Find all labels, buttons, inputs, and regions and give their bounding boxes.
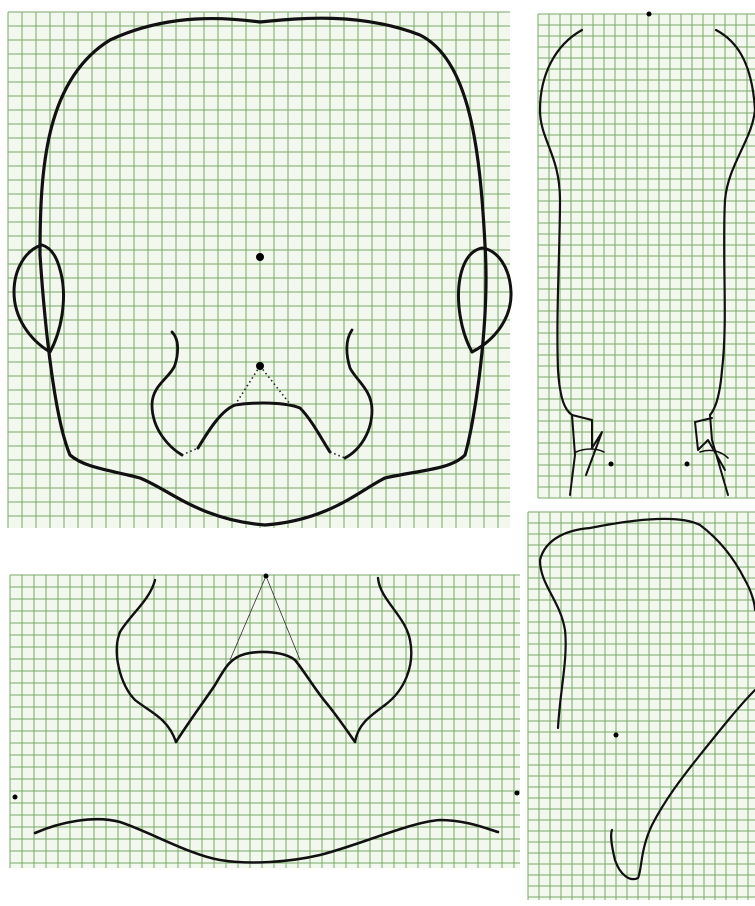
- panel-front-face: [8, 12, 511, 528]
- landmark-detail-left: [13, 795, 18, 800]
- landmark-top: [647, 12, 652, 17]
- grid-side-profile: [538, 14, 755, 498]
- panel-three-quarter: [528, 512, 755, 900]
- panel-lower-face-detail: [10, 574, 520, 869]
- grid-background: [10, 575, 520, 868]
- grid-background: [8, 12, 510, 528]
- landmark-detail-right: [515, 791, 520, 796]
- landmark-nose-tip: [256, 362, 264, 370]
- landmark-right-chin: [685, 462, 690, 467]
- landmark-forehead: [256, 253, 264, 261]
- landmark-three-quarter: [614, 733, 619, 738]
- grid-lower-face-detail: [10, 575, 520, 868]
- landmark-detail-nose: [264, 574, 269, 579]
- panel-side-profile: [538, 12, 755, 499]
- landmark-left-chin: [609, 462, 614, 467]
- grid-three-quarter: [528, 512, 755, 900]
- grid-front-face: [8, 12, 510, 528]
